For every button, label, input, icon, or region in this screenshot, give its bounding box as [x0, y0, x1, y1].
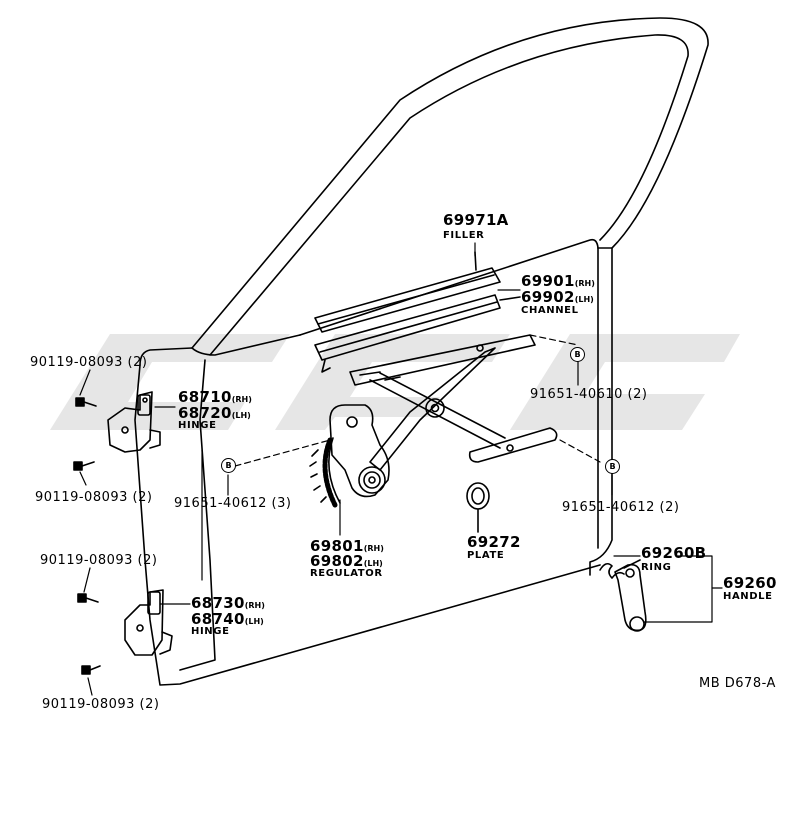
channel-label: 69901(RH)	[521, 273, 595, 289]
hinge-upper-label-rh: 68710(RH)	[178, 389, 252, 405]
regulator-label-lh: 69802(LH)	[310, 553, 383, 569]
hinge-upper-suffix-lh: (LH)	[231, 411, 251, 420]
screw-bolts	[73, 397, 101, 675]
hinge-lower-label-lh: 68740(LH)	[191, 611, 264, 627]
hinge-upper-suffix-rh: (RH)	[231, 395, 252, 404]
regulator-label-rh: 69801(RH)	[310, 538, 384, 554]
plate-part	[466, 482, 490, 533]
hinge-upper-number-lh: 68720	[178, 404, 232, 422]
hinge-upper-label-lh: 68720(LH)	[178, 405, 251, 421]
bolt-label-lower-right: 91651-40612 (2)	[562, 500, 680, 515]
regulator-number-rh: 69801	[310, 537, 364, 555]
channel-part-name: CHANNEL	[521, 305, 579, 316]
ring-part-number: 69260B	[641, 544, 707, 562]
screw-label-4: 90119-08093 (2)	[42, 697, 160, 712]
handle-part-name: HANDLE	[723, 591, 773, 602]
channel-suffix-rh: (RH)	[574, 279, 595, 288]
screw-label-2: 90119-08093 (2)	[35, 490, 153, 505]
ring-part-name: RING	[641, 562, 672, 573]
hinge-lower-number-lh: 68740	[191, 610, 245, 628]
hinge-lower-name: HINGE	[191, 626, 230, 637]
hinge-lower-number-rh: 68730	[191, 594, 245, 612]
upper-hinge	[107, 391, 161, 453]
bolt-marker-upper: B	[570, 347, 585, 362]
channel-suffix-lh: (LH)	[574, 295, 594, 304]
hinge-upper-name: HINGE	[178, 420, 217, 431]
plate-part-number: 69272	[467, 533, 521, 551]
handle-part-number: 69260	[723, 574, 777, 592]
bolt-label-left: 91651-40612 (3)	[174, 496, 292, 511]
bolt-marker-left: B	[221, 458, 236, 473]
lower-hinge	[124, 589, 173, 656]
regulator-number-lh: 69802	[310, 552, 364, 570]
screw-label-3: 90119-08093 (2)	[40, 553, 158, 568]
window-handle	[599, 559, 647, 632]
hinge-lower-label-rh: 68730(RH)	[191, 595, 265, 611]
door-frame	[134, 17, 709, 686]
filler-part-name: FILLER	[443, 230, 485, 241]
regulator-part-name: REGULATOR	[310, 568, 383, 579]
hinge-upper-number-rh: 68710	[178, 388, 232, 406]
channel-strip	[314, 294, 521, 373]
channel-number-rh: 69901	[521, 272, 575, 290]
bolt-marker-right: B	[605, 459, 620, 474]
hinge-lower-suffix-rh: (RH)	[244, 601, 265, 610]
regulator-mechanism	[309, 334, 558, 508]
hinge-lower-suffix-lh: (LH)	[244, 617, 264, 626]
filler-part-number: 69971A	[443, 211, 509, 229]
diagram-id: MB D678-A	[699, 676, 776, 691]
watermark-logo	[50, 334, 740, 430]
leader-lines	[79, 242, 723, 696]
channel-number-lh: 69902	[521, 288, 575, 306]
screw-label-1: 90119-08093 (2)	[30, 355, 148, 370]
bolt-label-upper-right: 91651-40610 (2)	[530, 387, 648, 402]
plate-part-name: PLATE	[467, 550, 505, 561]
regulator-suffix-rh: (RH)	[363, 544, 384, 553]
channel-label-lh: 69902(LH)	[521, 289, 594, 305]
regulator-suffix-lh: (LH)	[363, 559, 383, 568]
